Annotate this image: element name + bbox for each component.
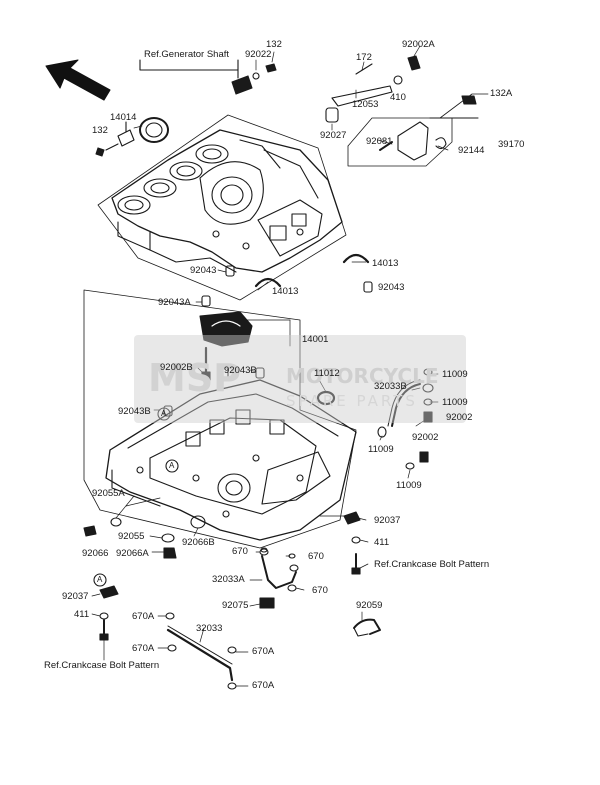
label-32033: 32033: [196, 623, 223, 634]
reference-markers: [93, 407, 179, 587]
label-92066: 92066: [82, 548, 109, 559]
label-92027: 92027: [320, 130, 347, 141]
lower-crankcase: [105, 379, 357, 541]
label-670-b: 670: [308, 551, 324, 562]
label-12053: 12053: [352, 99, 379, 110]
watermark-line1: MOTORCYCLE: [286, 364, 439, 388]
label-39170: 39170: [498, 139, 525, 150]
seal-ring: [139, 117, 169, 143]
lower-crankcase-frame: [83, 289, 357, 549]
label-132-left: 132: [92, 125, 108, 136]
label-670A-d: 670A: [252, 680, 275, 691]
right-side-bolts: [319, 511, 361, 575]
label-14013-mid: 14013: [272, 286, 299, 297]
marker-A-mid: A: [169, 461, 175, 470]
label-92002: 92002: [446, 412, 473, 423]
label-670A-a: 670A: [132, 611, 155, 622]
label-14014: 14014: [110, 112, 137, 123]
label-ref-generator-shaft: Ref.Generator Shaft: [144, 49, 230, 60]
part-14014: [95, 121, 135, 157]
label-411-left: 411: [74, 609, 90, 620]
label-92002A: 92002A: [402, 39, 435, 50]
tensioner-group: [347, 93, 489, 167]
marker-A-left: A: [161, 409, 167, 418]
label-92037-left: 92037: [62, 591, 89, 602]
label-670A-b: 670A: [252, 646, 275, 657]
label-92055: 92055: [118, 531, 145, 542]
upper-crankcase-frame: [97, 114, 347, 301]
label-92059: 92059: [356, 600, 383, 611]
generator-bushing: [231, 63, 277, 95]
label-92066A: 92066A: [116, 548, 149, 559]
label-11009-c: 11009: [368, 444, 394, 455]
label-92043A: 92043A: [158, 297, 191, 308]
label-670A-c: 670A: [132, 643, 155, 654]
left-side-bolts: [99, 585, 119, 641]
label-411-right: 411: [374, 537, 390, 548]
cam-chain-guide-parts: [325, 55, 421, 123]
label-92066B: 92066B: [182, 537, 215, 548]
bearing-shells-14013: [254, 253, 370, 288]
label-92043-b: 92043: [378, 282, 405, 293]
label-670-a: 670: [232, 546, 248, 557]
label-11009-a: 11009: [442, 369, 468, 380]
label-32033A: 32033A: [212, 574, 245, 585]
label-11009-b: 11009: [442, 397, 468, 408]
label-11012: 11012: [314, 368, 340, 379]
watermark-overlay: [134, 335, 466, 423]
label-14001: 14001: [302, 334, 329, 345]
label-132-top: 132: [266, 39, 282, 50]
drain-plugs-and-seals: [83, 497, 206, 559]
label-92002B: 92002B: [160, 362, 193, 373]
label-670-c: 670: [312, 585, 328, 596]
watermark-line2: SPARE PARTS: [286, 392, 418, 410]
label-92022: 92022: [245, 49, 272, 60]
front-direction-arrow-icon: [45, 59, 111, 101]
bolt-92002B: [201, 346, 211, 381]
label-92055A: 92055A: [92, 488, 125, 499]
label-92037-right: 92037: [374, 515, 401, 526]
marker-A-bottom: A: [97, 575, 103, 584]
label-14013-right: 14013: [372, 258, 399, 269]
label-92081: 92081: [366, 136, 393, 147]
label-132A: 132A: [490, 88, 513, 99]
label-92043-a: 92043: [190, 265, 217, 276]
label-172: 172: [356, 52, 372, 63]
label-92002-b: 92002: [412, 432, 439, 443]
label-92144: 92144: [458, 145, 485, 156]
label-92043B-mid: 92043B: [224, 365, 257, 376]
leader-lines: [91, 45, 449, 687]
label-ref-crankcase-left: Ref.Crankcase Bolt Pattern: [44, 660, 160, 671]
label-32033B: 32033B: [374, 381, 407, 392]
watermark-badge: MSP: [148, 356, 242, 400]
label-11009-d: 11009: [396, 480, 422, 491]
upper-crankcase: [111, 129, 343, 273]
label-ref-crankcase-right: Ref.Crankcase Bolt Pattern: [374, 559, 490, 570]
label-410: 410: [390, 92, 406, 103]
label-92075: 92075: [222, 600, 249, 611]
breather-hose-92059: [353, 618, 381, 637]
label-92043B-left: 92043B: [118, 406, 151, 417]
generator-shaft-leader: [139, 59, 239, 79]
